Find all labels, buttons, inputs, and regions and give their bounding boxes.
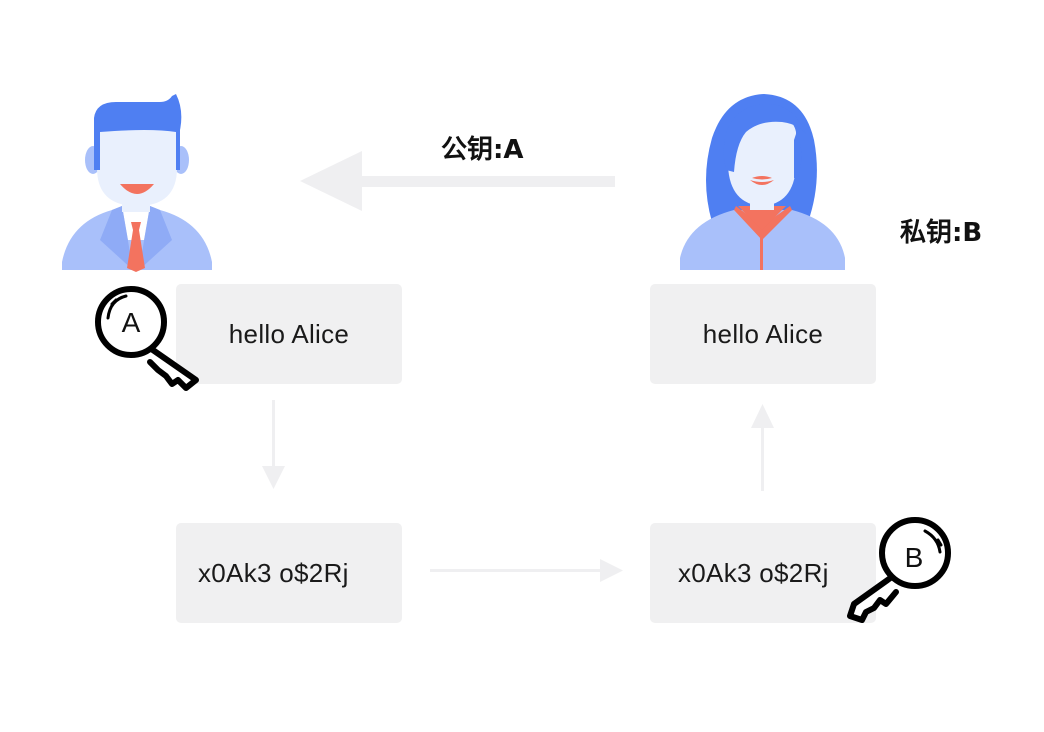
sender-avatar <box>62 94 212 272</box>
public-key-label: 公钥:A <box>441 135 524 165</box>
receiver-ciphertext-box: x0Ak3 o$2Rj <box>650 523 876 623</box>
sender-plaintext: hello Alice <box>228 318 350 349</box>
sender-plaintext-box: hello Alice <box>176 284 402 384</box>
receiver-plaintext: hello Alice <box>702 318 824 349</box>
key-a-letter: A <box>122 307 141 338</box>
private-key-label: 私钥:B <box>900 218 983 248</box>
receiver-ciphertext: x0Ak3 o$2Rj <box>678 557 829 588</box>
key-b-letter: B <box>905 542 924 573</box>
sender-ciphertext: x0Ak3 o$2Rj <box>198 557 349 588</box>
decrypt-up-arrow <box>751 404 774 491</box>
encrypt-down-arrow <box>262 400 285 489</box>
receiver-plaintext-box: hello Alice <box>650 284 876 384</box>
receiver-avatar <box>680 94 845 270</box>
transmit-right-arrow <box>430 559 623 582</box>
sender-ciphertext-box: x0Ak3 o$2Rj <box>176 523 402 623</box>
